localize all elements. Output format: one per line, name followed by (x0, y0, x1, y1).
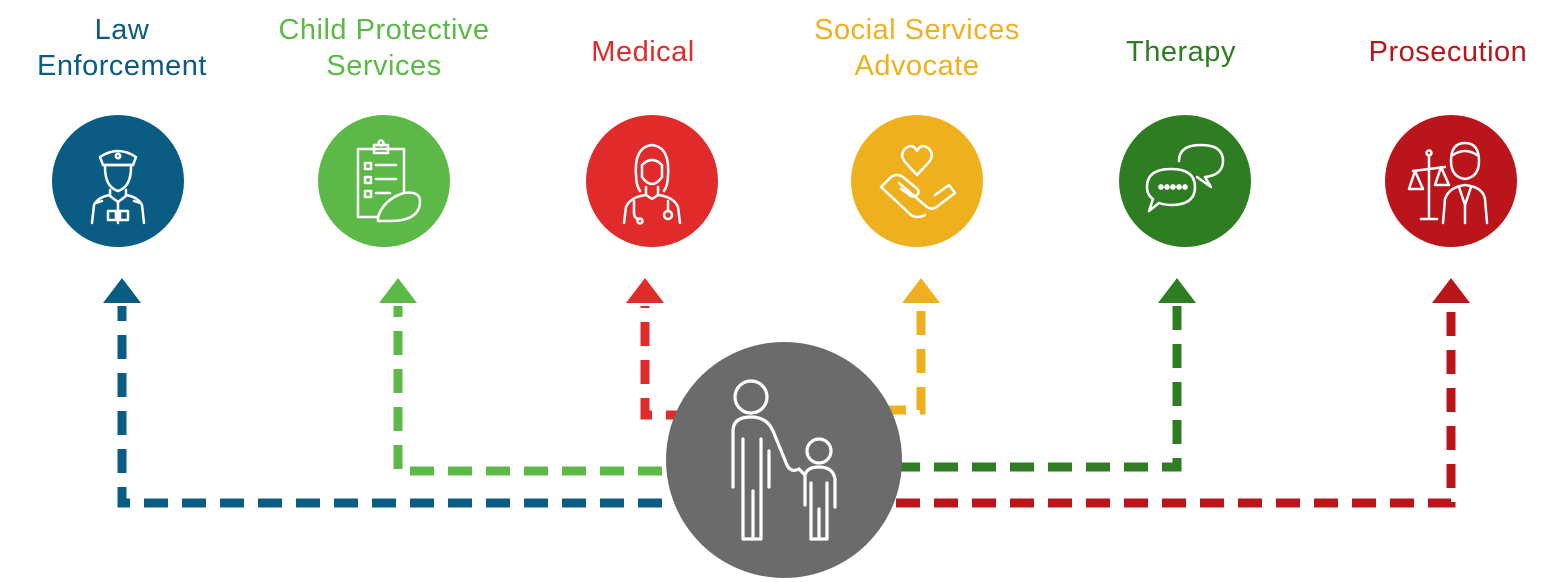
label-line: Enforcement (37, 50, 207, 82)
label-therapy: Therapy (1126, 34, 1236, 70)
connector-child-protective-services (393, 306, 700, 476)
connector-therapy (896, 306, 1182, 472)
police-officer-icon (90, 149, 146, 225)
arrowhead-child-protective-services (379, 278, 417, 303)
label-line: Child Protective (278, 14, 490, 46)
node-law-enforcement (52, 115, 184, 247)
speech-bubbles-icon (1145, 143, 1225, 213)
label-prosecution: Prosecution (1369, 34, 1528, 70)
arrowhead-prosecution (1432, 278, 1470, 303)
label-line: Therapy (1126, 36, 1236, 68)
arrowhead-therapy (1158, 278, 1196, 303)
center-node (666, 342, 902, 578)
doctor-icon (622, 143, 682, 225)
adult-and-child-icon (731, 379, 837, 541)
node-social-services-advocate (851, 115, 983, 247)
arrowhead-medical (626, 278, 664, 303)
label-medical: Medical (591, 34, 694, 70)
connector-prosecution (896, 306, 1456, 508)
label-law-enforcement: Law Enforcement (37, 12, 207, 84)
node-therapy (1119, 115, 1251, 247)
label-line: Social Services (814, 14, 1020, 46)
heart-in-hand-icon (879, 144, 957, 219)
lawyer-scales-icon (1407, 141, 1489, 225)
label-line: Advocate (854, 50, 980, 82)
arrowhead-social-services-advocate (902, 278, 940, 303)
label-social-services-advocate: Social Services Advocate (814, 12, 1020, 84)
label-line: Law (94, 14, 150, 46)
clipboard-checklist-icon (356, 139, 422, 223)
connector-social-services-advocate (882, 306, 926, 415)
node-child-protective-services (318, 115, 450, 247)
label-line: Medical (591, 36, 695, 68)
node-medical (586, 115, 718, 247)
node-prosecution (1385, 115, 1517, 247)
connector-law-enforcement (117, 306, 700, 508)
label-line: Services (326, 50, 442, 82)
label-line: Prosecution (1368, 36, 1528, 68)
label-child-protective-services: Child Protective Services (278, 12, 489, 84)
arrowhead-law-enforcement (103, 278, 141, 303)
